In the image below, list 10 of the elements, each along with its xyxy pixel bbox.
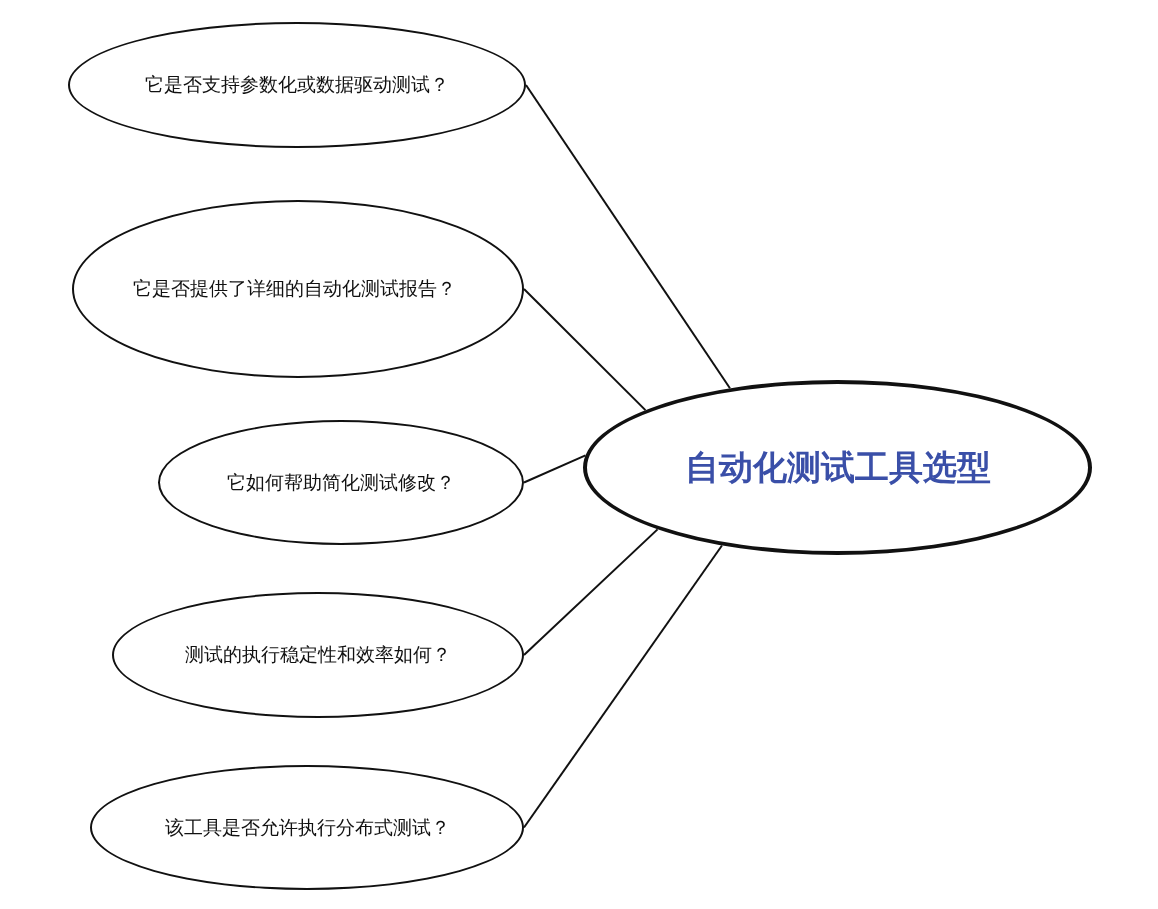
question-text: 它是否支持参数化或数据驱动测试？	[145, 72, 449, 98]
question-text: 该工具是否允许执行分布式测试？	[164, 814, 450, 840]
question-text: 它如何帮助简化测试修改？	[227, 469, 455, 495]
topic-title: 自动化测试工具选型	[684, 445, 991, 489]
connector-line	[523, 544, 723, 829]
connector-line	[525, 84, 731, 390]
question-text: 它是否提供了详细的自动化测试报告？	[133, 276, 457, 302]
question-text: 测试的执行稳定性和效率如何？	[185, 642, 451, 668]
connector-line	[523, 288, 647, 412]
connector-line	[523, 528, 659, 656]
